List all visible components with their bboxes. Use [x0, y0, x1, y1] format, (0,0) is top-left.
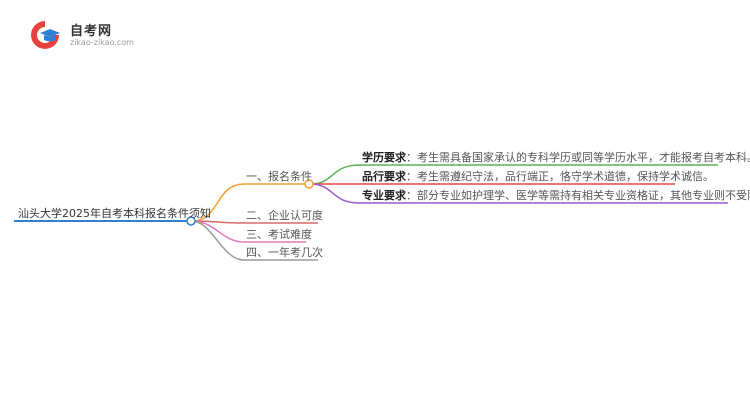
leaf-title: 学历要求	[362, 151, 406, 164]
leaf-major-requirement[interactable]: 专业要求：部分专业如护理学、医学等需持有相关专业资格证，其他专业则不受限制。	[362, 189, 750, 203]
site-logo[interactable]: 自考网 zikao-zikao.com	[28, 18, 138, 52]
leaf-text: 考生需遵纪守法，品行端正，恪守学术道德，保持学术诚信。	[417, 170, 714, 183]
logo-url: zikao-zikao.com	[70, 38, 134, 47]
leaf-separator: ：	[406, 151, 417, 164]
leaf-separator: ：	[406, 170, 417, 183]
branch-exams-per-year[interactable]: 四、一年考几次	[246, 246, 323, 259]
mindmap-root[interactable]: 汕头大学2025年自考本科报名条件须知	[18, 207, 211, 220]
connector-branch-3	[191, 220, 306, 243]
leaf-education-requirement[interactable]: 学历要求：考生需具备国家承认的专科学历或同等学历水平，才能报考自考本科。	[362, 151, 750, 165]
leaf-title: 品行要求	[362, 170, 406, 183]
connector-branch-4	[191, 220, 318, 261]
branch-registration-conditions[interactable]: 一、报名条件	[246, 170, 312, 183]
branch-exam-difficulty[interactable]: 三、考试难度	[246, 228, 312, 241]
graduation-cap-icon	[31, 21, 60, 49]
logo-name: 自考网	[70, 24, 113, 39]
leaf-title: 专业要求	[362, 189, 406, 202]
branch-1-node-handle	[304, 179, 314, 189]
branch-enterprise-recognition[interactable]: 二、企业认可度	[246, 209, 323, 222]
connector-leaf-3	[309, 183, 728, 204]
leaf-conduct-requirement[interactable]: 品行要求：考生需遵纪守法，品行端正，恪守学术道德，保持学术诚信。	[362, 170, 714, 184]
leaf-text: 部分专业如护理学、医学等需持有相关专业资格证，其他专业则不受限制。	[417, 189, 750, 202]
connector-branch-1	[191, 183, 306, 222]
leaf-text: 考生需具备国家承认的专科学历或同等学历水平，才能报考自考本科。	[417, 151, 750, 164]
root-node-handle	[186, 216, 196, 226]
leaf-separator: ：	[406, 189, 417, 202]
